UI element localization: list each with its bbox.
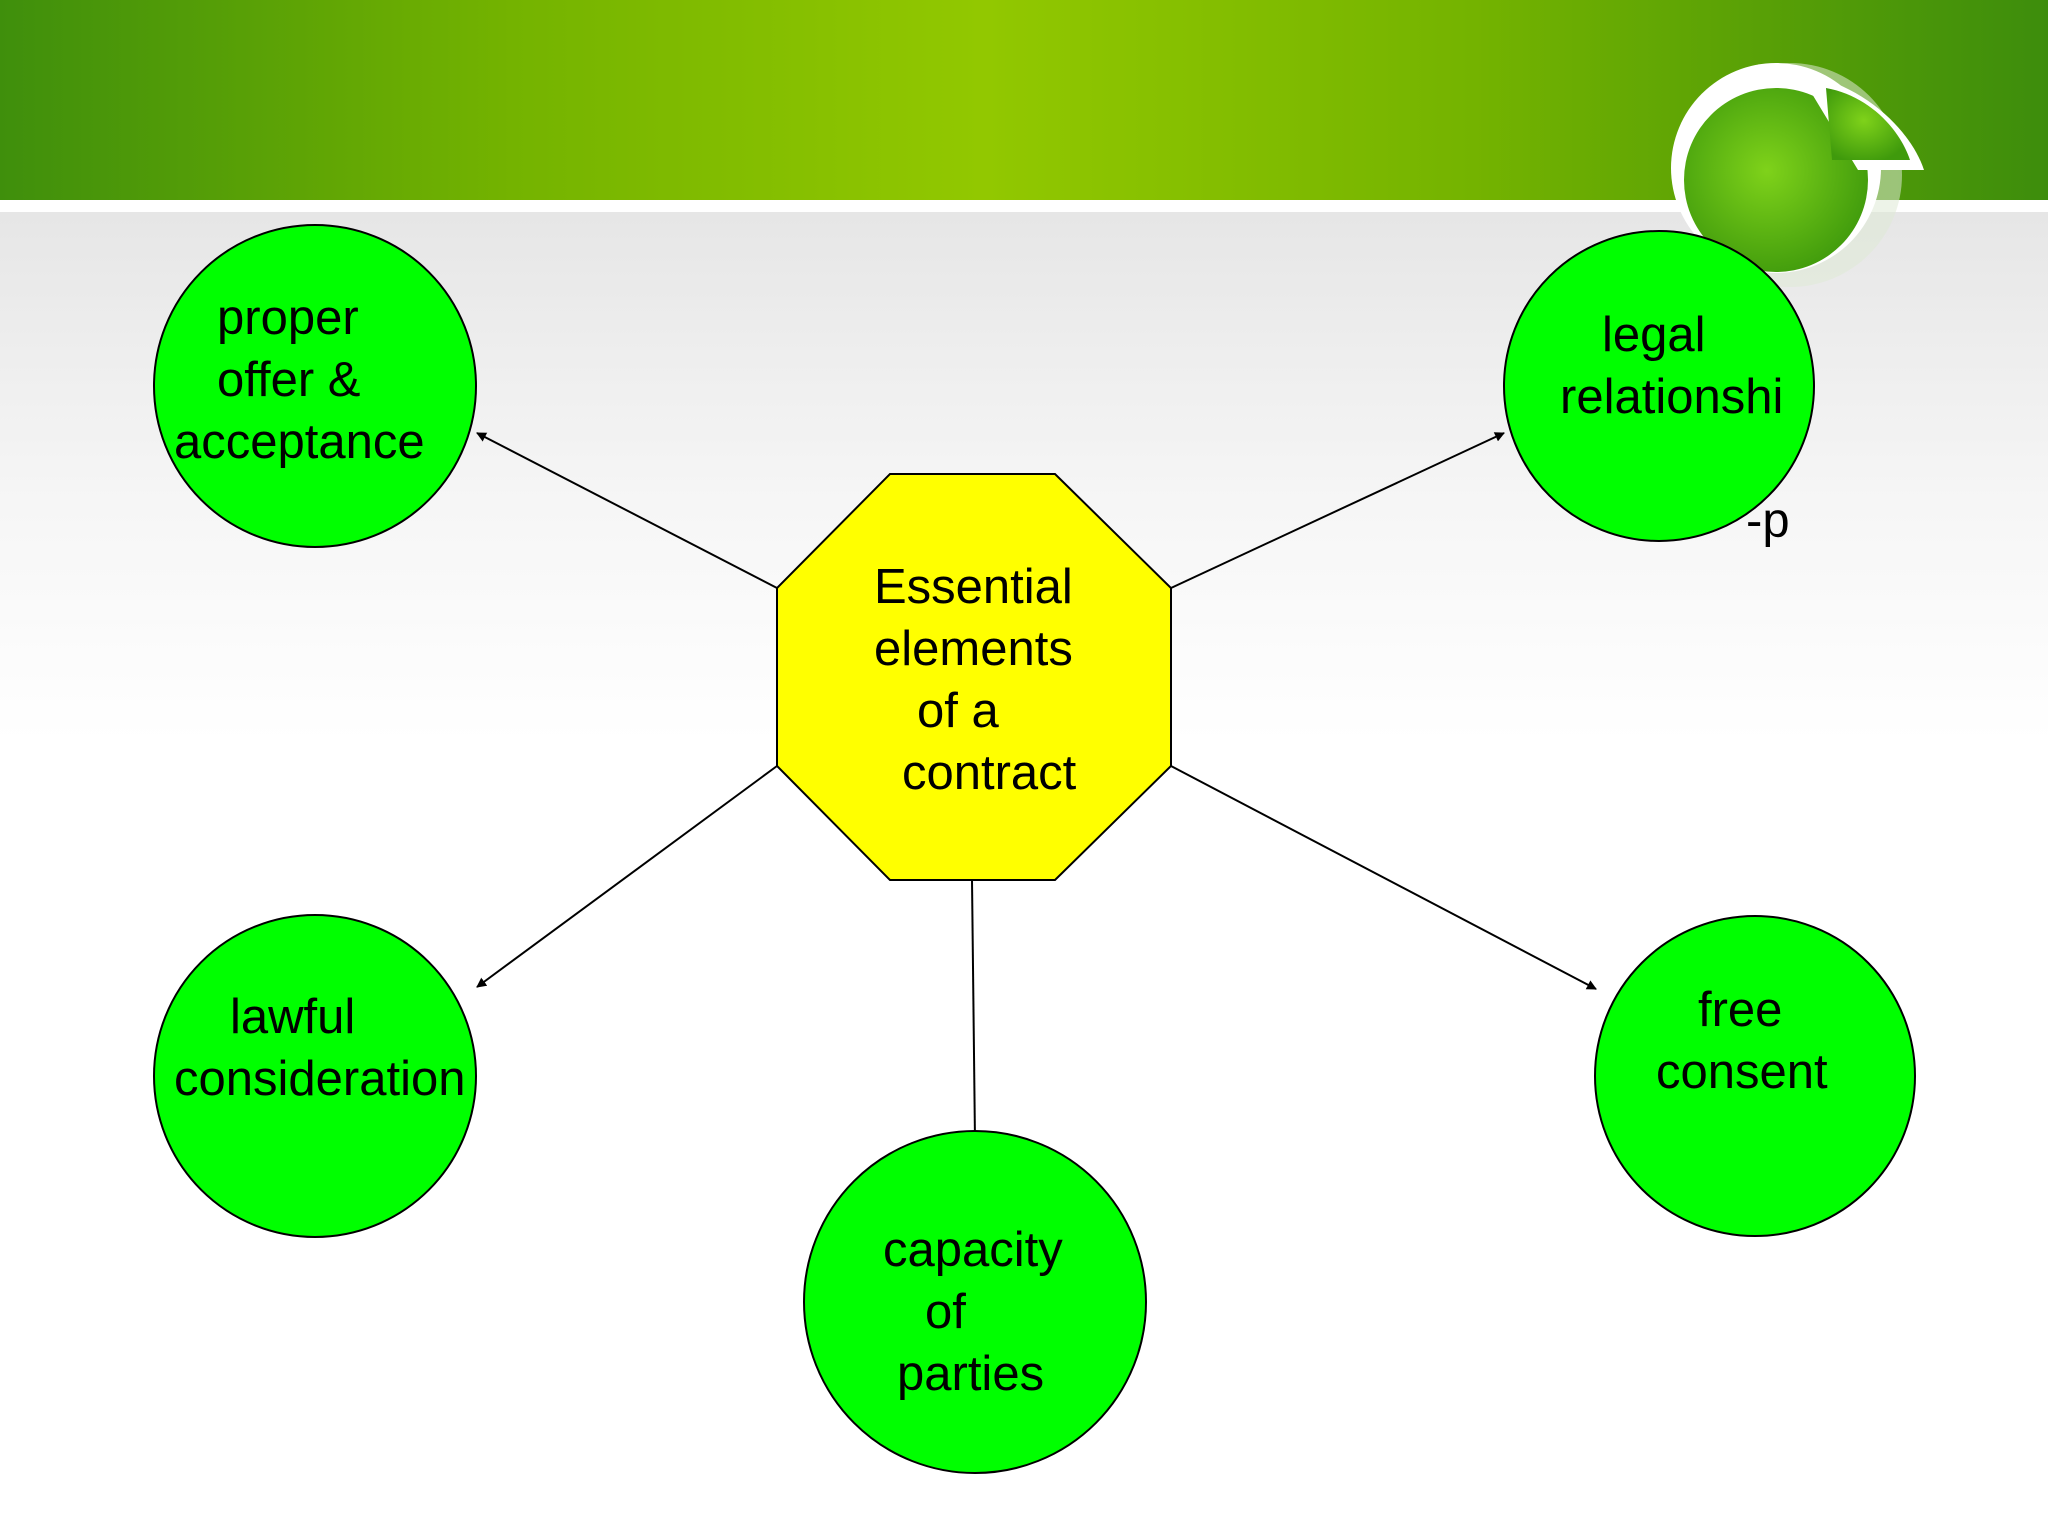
node-free-consent: free consent — [1594, 915, 1916, 1237]
node-lawful-consideration: lawful consideration — [153, 914, 477, 1238]
node-circle — [153, 224, 477, 548]
node-circle — [1503, 230, 1815, 542]
node-offer-acceptance: proper offer & acceptance — [153, 224, 477, 548]
arrow-to-capacity-of-parties — [969, 879, 980, 1142]
node-circle — [803, 1130, 1147, 1474]
node-label-line: -p — [1746, 494, 1790, 548]
arrow-to-offer-acceptance — [476, 432, 778, 589]
node-label-line: offer & — [217, 353, 360, 407]
node-label-line: free — [1698, 983, 1782, 1037]
node-legal-relationship: legal relationshi -p — [1503, 230, 1815, 548]
green-circle-pie-logo-icon — [1671, 63, 1924, 287]
node-label-line: capacity — [883, 1223, 1063, 1277]
node-label-line: lawful — [230, 990, 355, 1044]
header-divider — [0, 200, 2048, 212]
connector-arrows — [476, 432, 1597, 1142]
node-label-line: relationshi — [1560, 370, 1783, 424]
node-label-line: proper — [217, 291, 359, 345]
node-label-line: legal — [1602, 308, 1706, 362]
node-circle — [1594, 915, 1916, 1237]
arrow-to-free-consent — [1170, 765, 1597, 990]
node-label-line: of — [925, 1285, 966, 1339]
node-label-line: consent — [1656, 1045, 1828, 1099]
node-label-line: acceptance — [174, 415, 425, 469]
arrow-to-legal-relationship — [1170, 432, 1505, 589]
node-label-line: consideration — [174, 1052, 465, 1106]
center-label-line: of a — [917, 684, 999, 738]
center-essential-elements: Essential elements of a contract — [776, 473, 1172, 881]
center-label-line: elements — [874, 622, 1073, 676]
node-label-line: parties — [897, 1347, 1044, 1401]
center-octagon — [776, 473, 1172, 881]
node-capacity-of-parties: capacity of parties — [803, 1130, 1147, 1474]
node-circle — [153, 914, 477, 1238]
center-label-line: Essential — [874, 560, 1073, 614]
arrow-to-lawful-consideration — [476, 765, 778, 988]
center-label-line: contract — [902, 746, 1077, 800]
